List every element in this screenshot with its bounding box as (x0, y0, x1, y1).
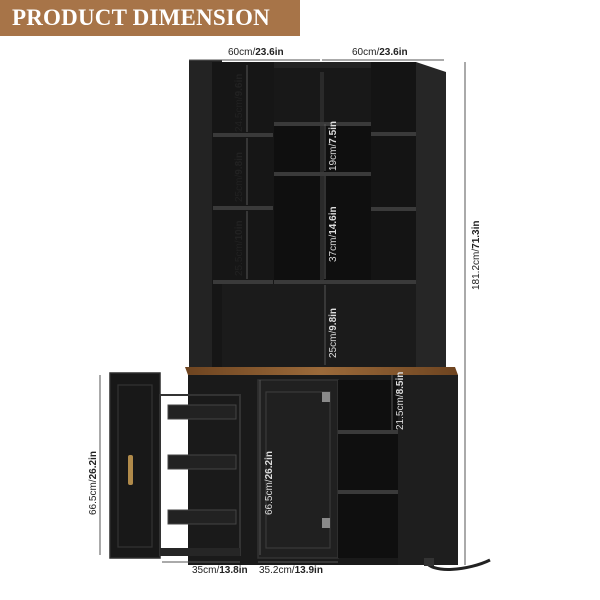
label-center-1: 19cm/7.5in (328, 121, 339, 171)
label-right-shelf: 21.5cm/8.5in (395, 372, 406, 430)
lower-hutch (222, 284, 416, 369)
label-center-2: 37cm/14.6in (328, 206, 339, 262)
right-shelf-2 (371, 207, 416, 211)
header-banner: PRODUCT DIMENSION (0, 0, 300, 36)
lower-open-shelves (338, 380, 398, 558)
pullout-handle (128, 455, 133, 485)
label-shelf-3: 25.5cm/10in (234, 220, 245, 276)
lower-shelf-2 (338, 490, 398, 494)
pullout-front-inset (117, 384, 153, 548)
pullout-base (160, 548, 240, 556)
label-top-right: 60cm/23.6in (352, 47, 408, 58)
label-shelf-2: 25cm/9.8in (234, 152, 245, 202)
pullout-basket-3 (167, 509, 237, 525)
center-shelf-2 (274, 172, 371, 176)
label-top-left: 60cm/23.6in (228, 47, 284, 58)
wood-countertop (185, 367, 458, 375)
left-shelf-1 (213, 133, 273, 137)
pullout-basket-1 (167, 404, 237, 420)
door-hinge-top (322, 392, 330, 402)
pullout-basket-2 (167, 454, 237, 470)
lower-shelf-1 (338, 430, 398, 434)
label-shelf-1: 24.5cm/9.6in (234, 74, 245, 132)
center-shelf-3 (274, 280, 371, 284)
center-divider (320, 72, 324, 282)
door-hinge-bottom (322, 518, 330, 528)
label-center-3: 25cm/9.8in (328, 308, 339, 358)
label-drawer-height: 66.5cm/26.2in (88, 451, 99, 515)
right-side-panel (416, 62, 446, 370)
center-shelf-1 (274, 122, 371, 126)
power-plug (424, 558, 434, 566)
label-total-height: 181.2cm/71.3in (471, 221, 482, 291)
page-title: PRODUCT DIMENSION (12, 5, 270, 30)
right-shelf-1 (371, 132, 416, 136)
label-drawer-depth: 35cm/13.8in (192, 565, 248, 576)
left-shelf-3 (213, 280, 273, 284)
cabinet-door (257, 379, 339, 559)
corner-top (274, 62, 371, 68)
left-shelf-2 (213, 206, 273, 210)
label-door-width: 35.2cm/13.9in (259, 565, 323, 576)
cabinet-door-inset (265, 391, 331, 549)
label-door-height: 66.5cm/26.2in (264, 451, 275, 515)
right-shelf-3 (371, 280, 416, 284)
lower-right-side (398, 375, 458, 565)
